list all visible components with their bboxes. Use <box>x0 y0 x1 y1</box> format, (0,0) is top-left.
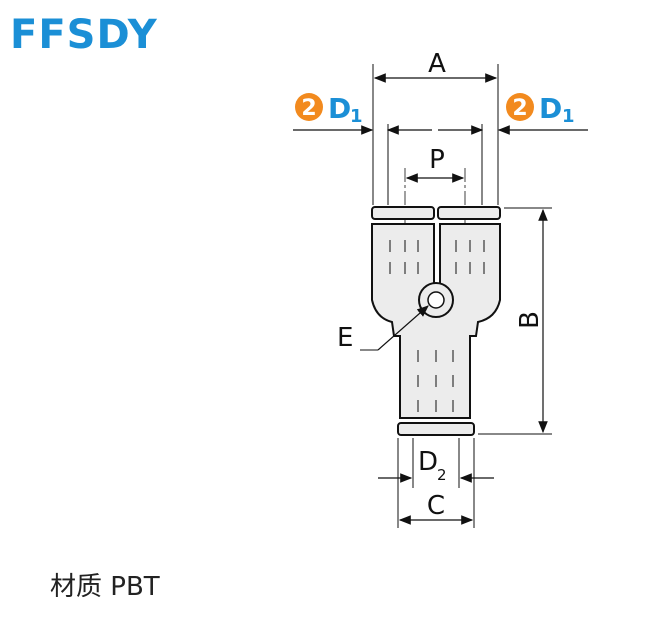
fitting-body <box>371 206 501 436</box>
port-label-main: D <box>328 92 351 125</box>
port-label-sub: 1 <box>562 106 575 127</box>
badge-circle <box>506 93 534 121</box>
badge-number: 2 <box>512 96 527 121</box>
dimension-d2-subscript: 2 <box>437 466 447 484</box>
dimension-p-label: P <box>429 145 445 175</box>
dimension-e: E <box>337 305 429 353</box>
material-note: 材质 PBT <box>50 572 160 602</box>
body-detail-lines <box>389 240 485 412</box>
collet-ring-left <box>371 206 435 220</box>
dimension-e-label: E <box>337 323 353 353</box>
dimension-b: B <box>478 207 552 435</box>
badge-circle <box>295 93 323 121</box>
dimension-c-label: C <box>427 491 445 521</box>
port-label-sub: 1 <box>350 106 363 127</box>
product-code-title: FFSDY <box>10 12 158 58</box>
dimension-b-label: B <box>515 311 545 329</box>
dimension-d2: D 2 <box>378 438 494 488</box>
dimension-d2-label: D <box>418 447 438 477</box>
dimension-a-label: A <box>428 49 446 79</box>
y-body-outline <box>371 223 501 419</box>
collet-ring-bottom <box>397 422 475 436</box>
port-label-main: D <box>539 92 562 125</box>
port-left-callout: 2 D 1 <box>295 92 363 127</box>
dimension-a: A <box>372 49 499 205</box>
collet-ring-right <box>437 206 501 220</box>
dimension-d1 <box>293 124 588 205</box>
badge-number: 2 <box>301 96 316 121</box>
dimension-c: C <box>397 438 475 528</box>
port-right-callout: 2 D 1 <box>506 92 575 127</box>
mounting-hole <box>418 282 454 318</box>
